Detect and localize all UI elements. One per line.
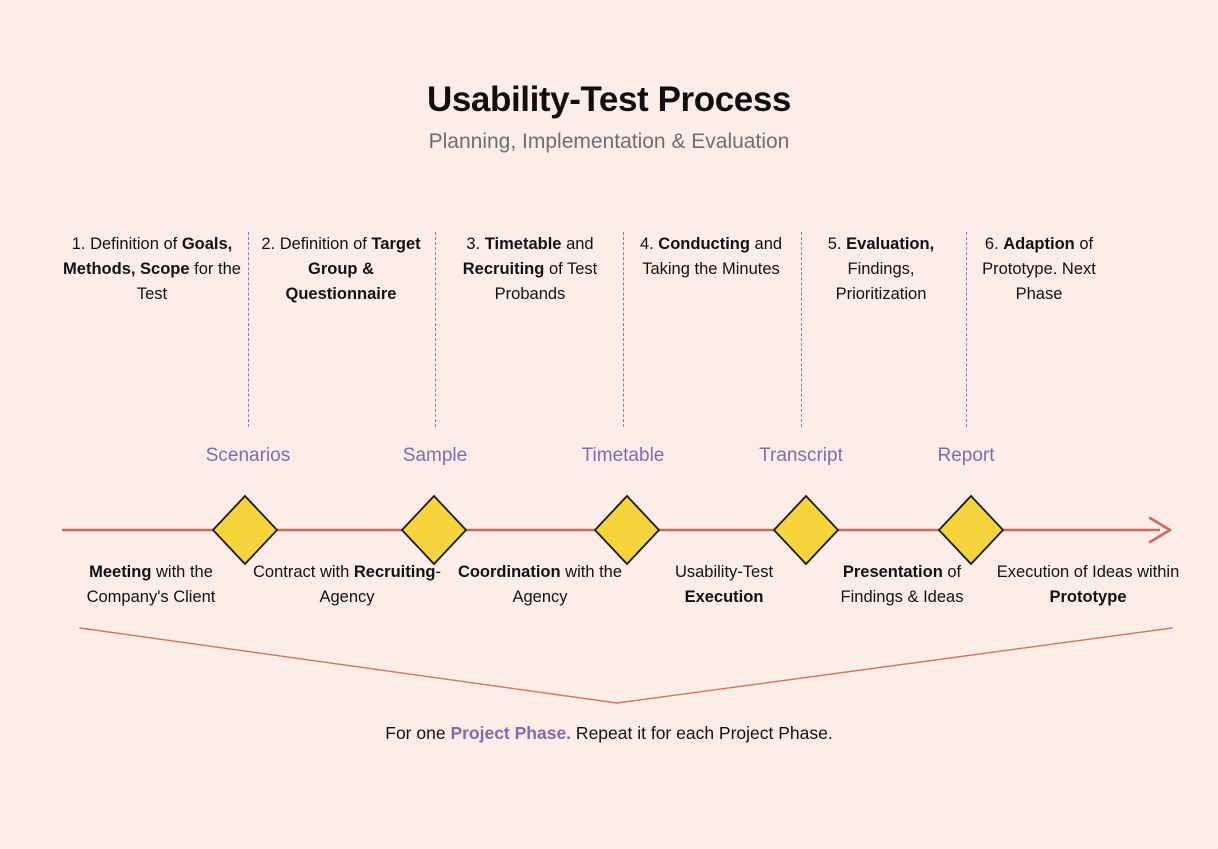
footer-tail: Repeat it for each Project Phase.	[571, 723, 833, 743]
diamond-milestone-icon-1[interactable]	[211, 494, 279, 566]
timeline-arrow-icon	[1148, 516, 1172, 544]
deliverable-label-sample: Sample	[402, 445, 468, 466]
activity-item-1: Meeting with the Company's Client	[86, 563, 216, 606]
step-item-2: 2. Definition of Target Group & Question…	[261, 235, 421, 303]
step-separator-2	[435, 232, 436, 427]
diamond-milestone-icon-2[interactable]	[400, 494, 468, 566]
deliverable-label-timetable: Timetable	[581, 445, 665, 466]
step-separator-1	[248, 232, 249, 427]
step-separator-5	[966, 232, 967, 427]
phase-bracket-icon	[79, 627, 1173, 704]
step-separator-4	[801, 232, 802, 427]
activity-item-3: Coordination with the Agency	[457, 563, 623, 606]
step-separator-3	[623, 232, 624, 427]
step-item-1: 1. Definition of Goals, Methods, Scope f…	[63, 235, 241, 303]
activities-row: Meeting with the Company's Client Contra…	[0, 560, 1218, 620]
steps-row: 1. Definition of Goals, Methods, Scope f…	[0, 232, 1218, 322]
diamond-milestone-icon-3[interactable]	[593, 494, 661, 566]
footer-lead: For one	[385, 723, 451, 743]
timeline	[62, 494, 1172, 566]
deliverable-label-scenarios: Scenarios	[205, 445, 291, 466]
activity-item-2: Contract with Recruiting-Agency	[253, 563, 441, 606]
activity-item-6: Execution of Ideas within Prototype	[996, 563, 1180, 606]
deliverable-label-transcript: Transcript	[759, 445, 843, 466]
diamond-milestone-icon-4[interactable]	[772, 494, 840, 566]
footer-accent: Project Phase.	[450, 723, 572, 743]
activity-item-5: Presentation of Findings & Ideas	[840, 563, 964, 606]
deliverable-label-report: Report	[937, 445, 995, 466]
step-item-3: 3. Timetable and Recruiting of Test Prob…	[462, 235, 598, 303]
step-item-6: 6. Adaption of Prototype. Next Phase	[982, 235, 1096, 303]
page-title: Usability-Test Process	[426, 80, 792, 119]
footer-caption: For one Project Phase. Repeat it for eac…	[0, 720, 1218, 746]
step-item-5: 5. Evaluation, Findings, Prioritization	[827, 235, 935, 303]
diamond-milestone-icon-5[interactable]	[937, 494, 1005, 566]
step-item-4: 4. Conducting and Taking the Minutes	[639, 235, 783, 278]
bracket-path	[79, 627, 1173, 704]
activity-item-4: Usability-Test Execution	[674, 563, 774, 606]
page-subtitle: Planning, Implementation & Evaluation	[428, 130, 790, 153]
